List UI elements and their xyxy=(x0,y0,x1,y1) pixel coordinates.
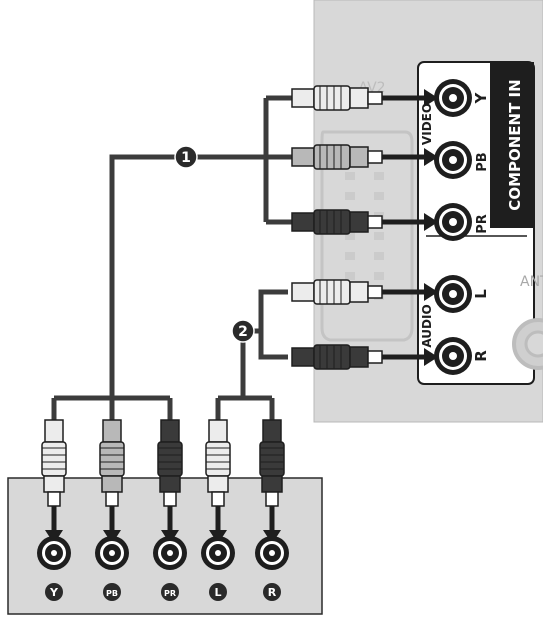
tv-jack-r-label: R xyxy=(472,350,490,362)
component-in-band xyxy=(490,62,534,228)
source-plug-l[interactable] xyxy=(205,419,231,544)
source-jack-badge-label: PB xyxy=(106,589,118,598)
source-plug-pr[interactable] xyxy=(157,419,183,544)
cable-markers: 12 xyxy=(174,145,255,343)
tv-jack-pr-label: PR xyxy=(475,214,490,234)
source-jack-badge-pb: PB xyxy=(103,583,121,601)
component-in-label: COMPONENT IN xyxy=(506,79,524,210)
source-jack-badge-label: PR xyxy=(164,589,176,598)
source-jack-l[interactable] xyxy=(201,536,235,570)
source-jack-badge-y: Y xyxy=(45,583,63,601)
source-plug-y[interactable] xyxy=(41,419,67,544)
antenna-in-label: ANTENNA IN xyxy=(520,274,543,290)
wire-component-trunk xyxy=(109,154,266,398)
audio-label: AUDIO xyxy=(420,304,434,347)
tv-jack-pb-label: PB xyxy=(475,152,490,171)
cables xyxy=(51,95,292,420)
source-jack-badge-label: L xyxy=(214,586,221,599)
source-jack-pr[interactable] xyxy=(153,536,187,570)
source-jack-badge-label: R xyxy=(268,586,277,599)
tv-jack-pr[interactable] xyxy=(434,203,472,241)
tv-jack-y-label: Y xyxy=(472,91,490,104)
source-jack-y[interactable] xyxy=(37,536,71,570)
source-plug-r[interactable] xyxy=(259,419,285,544)
tv-plug-y[interactable] xyxy=(291,85,438,111)
tv-jack-r[interactable] xyxy=(434,337,472,375)
video-label: VIDEO xyxy=(420,103,434,145)
source-jack-badge-pr: PR xyxy=(161,583,179,601)
tv-jack-y[interactable] xyxy=(434,79,472,117)
cable-marker-label: 2 xyxy=(238,324,248,340)
source-jack-badge-r: R xyxy=(263,583,281,601)
wire-audio-split-r xyxy=(258,331,288,360)
source-jack-badge-l: L xyxy=(209,583,227,601)
tv-jack-l-label: L xyxy=(472,289,490,299)
tv-plug-pr[interactable] xyxy=(291,209,438,235)
tv-jack-l[interactable] xyxy=(434,275,472,313)
tv-plug-r[interactable] xyxy=(291,344,438,370)
scart-connector-outline xyxy=(320,130,414,342)
source-jack-badge-label: Y xyxy=(49,586,59,599)
cable-marker-label: 1 xyxy=(181,150,191,166)
source-plug-pb[interactable] xyxy=(99,419,125,544)
source-jacks: Y PB PR L R xyxy=(37,536,289,601)
tv-plug-pb[interactable] xyxy=(291,144,438,170)
plugs xyxy=(41,85,438,544)
source-jack-r[interactable] xyxy=(255,536,289,570)
cable-marker-2: 2 xyxy=(231,319,255,343)
tv-jack-pb[interactable] xyxy=(434,141,472,179)
tv-plug-l[interactable] xyxy=(291,279,438,305)
cable-marker-1: 1 xyxy=(174,145,198,169)
wire-audio-trunk xyxy=(240,289,288,398)
source-jack-pb[interactable] xyxy=(95,536,129,570)
